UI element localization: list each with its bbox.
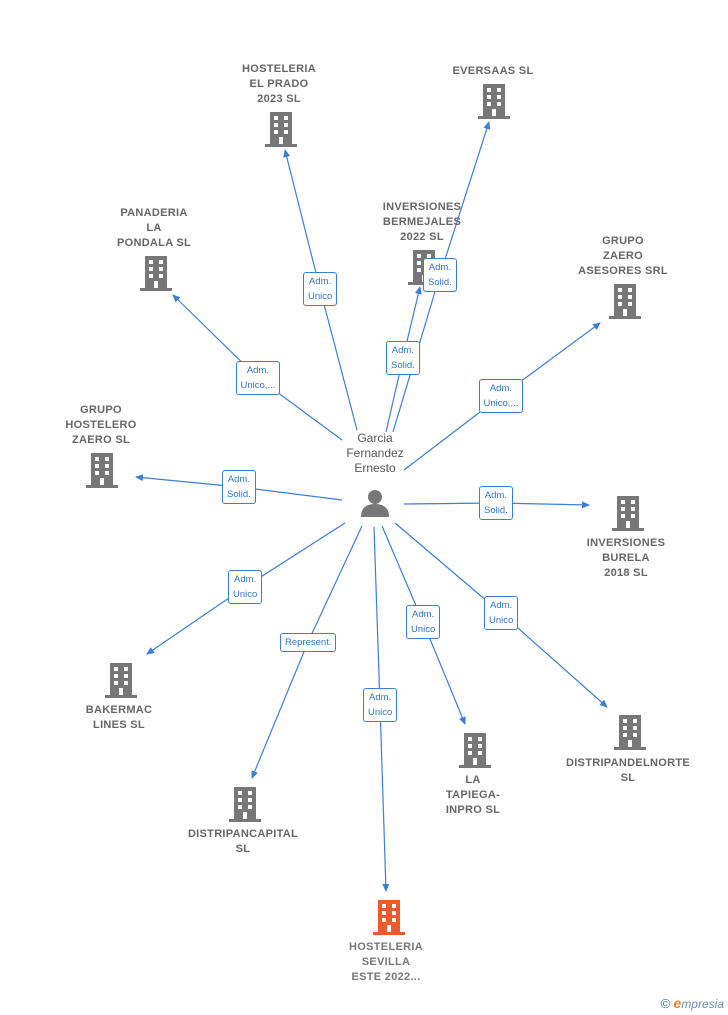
company-name-grupo-hostelero-zaero[interactable]: GRUPO HOSTELERO ZAERO SL — [65, 404, 137, 446]
edge-line-hosteleria-sevilla-este — [373, 526, 381, 706]
edge-arrow-distripancapital — [251, 641, 309, 779]
company-name-grupo-zaero-asesores[interactable]: GRUPO ZAERO ASESORES SRL — [578, 235, 668, 277]
building-icon[interactable] — [105, 663, 137, 698]
role-badge-inversiones-burela[interactable]: Adm. Solid. — [479, 486, 513, 520]
edge-line-distripancapital — [307, 525, 363, 643]
role-badge-panaderia-la-pondala[interactable]: Adm. Unico,... — [235, 361, 281, 395]
edge-line-distripandelnorte — [394, 522, 502, 614]
brand-name: mpresia — [681, 997, 724, 1011]
building-icon[interactable] — [614, 715, 646, 750]
building-icon[interactable] — [478, 84, 510, 119]
edge-arrow-hosteleria-sevilla-este — [379, 704, 390, 892]
edge-line-grupo-hostelero-zaero — [238, 486, 343, 501]
edge-arrow-grupo-hostelero-zaero — [135, 474, 240, 488]
building-icon[interactable] — [265, 112, 297, 147]
role-badge-hosteleria-sevilla-este[interactable]: Adm. Unico — [363, 688, 398, 722]
company-name-panaderia-la-pondala[interactable]: PANADERIA LA PONDALA SL — [116, 207, 192, 249]
role-badge-eversaas[interactable]: Adm. Solid. — [423, 258, 457, 292]
edge-arrow-hosteleria-el-prado — [283, 149, 321, 290]
edge-arrow-distripandelnorte — [500, 612, 608, 708]
edge-arrow-eversaas — [439, 121, 491, 276]
copyright-icon: © — [660, 996, 671, 1011]
role-badge-bakermac-lines[interactable]: Adm. Unico — [228, 570, 263, 604]
center-person-name[interactable]: Garcia Fernandez Ernesto — [346, 431, 404, 475]
building-icon[interactable] — [459, 733, 491, 768]
company-name-hosteleria-el-prado[interactable]: HOSTELERIA EL PRADO 2023 SL — [242, 63, 316, 105]
brand-initial: e — [673, 995, 682, 1011]
edge-arrow-la-tapiega-inpro — [422, 621, 466, 725]
role-badge-hosteleria-el-prado[interactable]: Adm. Unico — [303, 272, 338, 306]
role-badge-distripandelnorte[interactable]: Adm. Unico — [484, 596, 519, 630]
role-badge-distripancapital[interactable]: Represent. — [280, 632, 337, 652]
building-icon[interactable] — [140, 256, 172, 291]
building-icon[interactable] — [373, 900, 405, 935]
building-icon[interactable] — [86, 453, 118, 488]
company-name-hosteleria-sevilla-este[interactable]: HOSTELERIA SEVILLA ESTE 2022... — [349, 941, 423, 983]
building-icon[interactable] — [229, 787, 261, 822]
edge-line-hosteleria-el-prado — [319, 288, 358, 431]
company-name-distripandelnorte[interactable]: DISTRIPANDELNORTE SL — [565, 757, 691, 784]
role-badge-grupo-hostelero-zaero[interactable]: Adm. Solid. — [222, 470, 256, 504]
role-badge-grupo-zaero-asesores[interactable]: Adm. Unico,... — [478, 379, 524, 413]
role-badge-la-tapiega-inpro[interactable]: Adm. Unico — [406, 605, 441, 639]
company-name-distripancapital[interactable]: DISTRIPANCAPITAL SL — [187, 828, 299, 855]
company-name-bakermac-lines[interactable]: BAKERMAC LINES SL — [85, 704, 153, 731]
company-name-eversaas[interactable]: EVERSAAS SL — [452, 65, 534, 77]
role-badge-inversiones-bermejales[interactable]: Adm. Solid. — [386, 341, 420, 375]
person-icon[interactable] — [361, 490, 389, 517]
icons-layer — [86, 84, 646, 935]
building-icon[interactable] — [609, 284, 641, 319]
company-name-la-tapiega-inpro[interactable]: LA TAPIEGA- INPRO SL — [445, 774, 501, 816]
company-name-inversiones-bermejales[interactable]: INVERSIONES BERMEJALES 2022 SL — [382, 201, 462, 243]
building-icon[interactable] — [612, 496, 644, 531]
company-name-inversiones-burela[interactable]: INVERSIONES BURELA 2018 SL — [586, 537, 666, 579]
brand-logo: © empresia — [661, 995, 724, 1011]
